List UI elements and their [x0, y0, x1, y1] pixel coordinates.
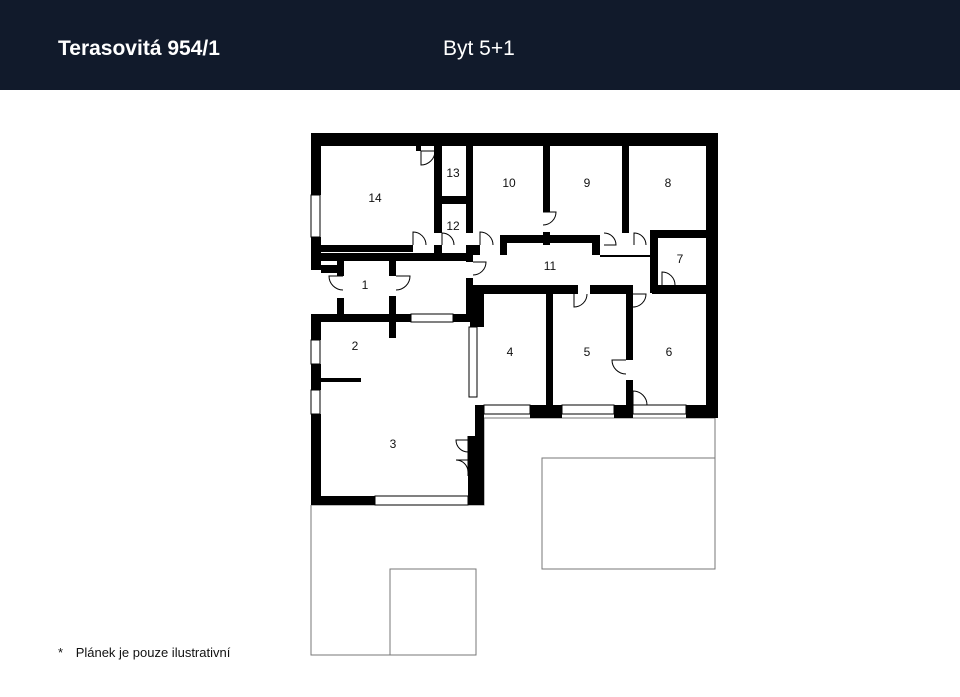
room-label-1: 1: [362, 278, 369, 292]
room-label-11: 11: [544, 259, 557, 273]
room-label-8: 8: [665, 176, 672, 190]
footnote-marker: *: [58, 645, 64, 660]
room-label-2: 2: [352, 339, 359, 353]
room-label-10: 10: [502, 176, 516, 190]
room-label-12: 12: [446, 219, 460, 233]
room-label-3: 3: [390, 437, 397, 451]
building-title: Terasovitá 954/1: [58, 37, 220, 60]
footnote-text: Plánek je pouze ilustrativní: [75, 645, 231, 660]
walls: [311, 133, 718, 505]
door-swings: [328, 150, 676, 476]
room-labels: 14 13 12 10 9 8 7 11 1 2 3 4 5 6: [352, 166, 684, 451]
flat-type: Byt 5+1: [443, 37, 515, 60]
room-label-7: 7: [677, 252, 684, 266]
room-label-5: 5: [584, 345, 591, 359]
room-label-9: 9: [584, 176, 591, 190]
room-label-4: 4: [507, 345, 514, 359]
terrace-outline: [310, 417, 716, 656]
disclaimer-note: * Plánek je pouze ilustrativní: [58, 645, 230, 661]
room-label-13: 13: [446, 166, 460, 180]
room-label-14: 14: [368, 191, 382, 205]
header-bar: Terasovitá 954/1 Byt 5+1: [0, 0, 960, 90]
room-label-6: 6: [666, 345, 673, 359]
